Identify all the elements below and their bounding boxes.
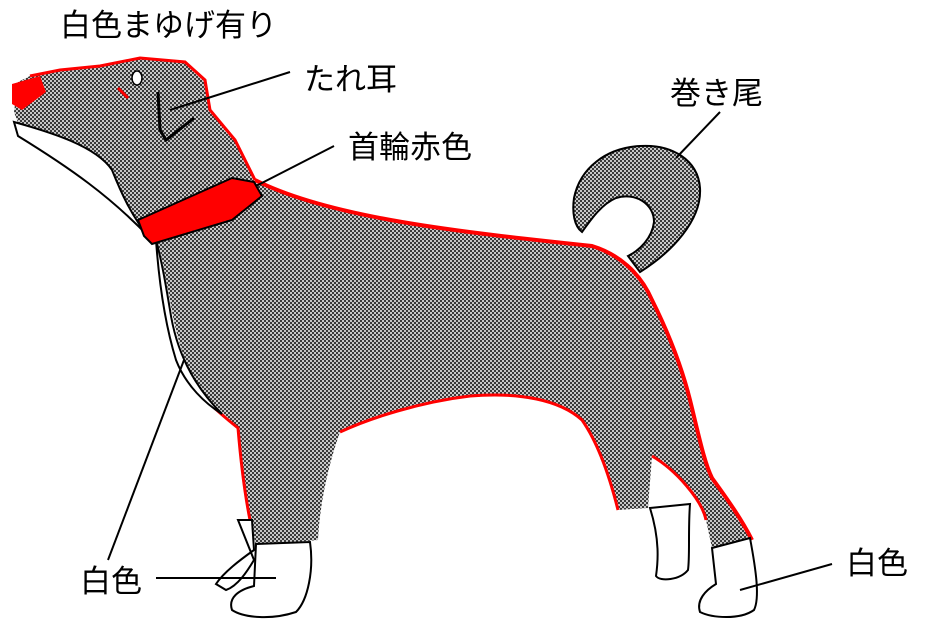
white-eyebrow-mark xyxy=(131,70,143,86)
label-white-eyebrow: 白色まゆげ有り xyxy=(60,8,277,44)
collar-red xyxy=(136,176,264,246)
drooping-ear xyxy=(156,91,195,143)
head-red-outline xyxy=(29,56,257,181)
leader-line-ear xyxy=(169,71,291,111)
white-paw-hind-left xyxy=(648,502,692,581)
tail xyxy=(572,144,702,274)
white-chest xyxy=(155,239,223,415)
white-paw-front-left xyxy=(214,519,256,592)
label-white-chest: 白色 xyxy=(80,564,142,600)
label-white-feet: 白色 xyxy=(846,546,908,582)
eye xyxy=(116,86,130,100)
dog-body xyxy=(14,58,752,548)
label-curled-tail: 巻き尾 xyxy=(670,76,763,112)
label-red-collar: 首輪赤色 xyxy=(348,130,472,166)
leader-line-chest xyxy=(107,359,185,561)
nose-red xyxy=(12,76,46,110)
leader-line-hind-foot xyxy=(739,563,833,591)
leader-line-tail xyxy=(675,111,721,159)
white-throat xyxy=(12,120,151,239)
white-paw-hind-right xyxy=(698,536,758,618)
leader-line-collar xyxy=(255,145,335,187)
white-paw-front-right xyxy=(230,540,313,619)
label-drooping-ear: たれ耳 xyxy=(304,62,397,98)
back-red-outline xyxy=(254,178,754,541)
